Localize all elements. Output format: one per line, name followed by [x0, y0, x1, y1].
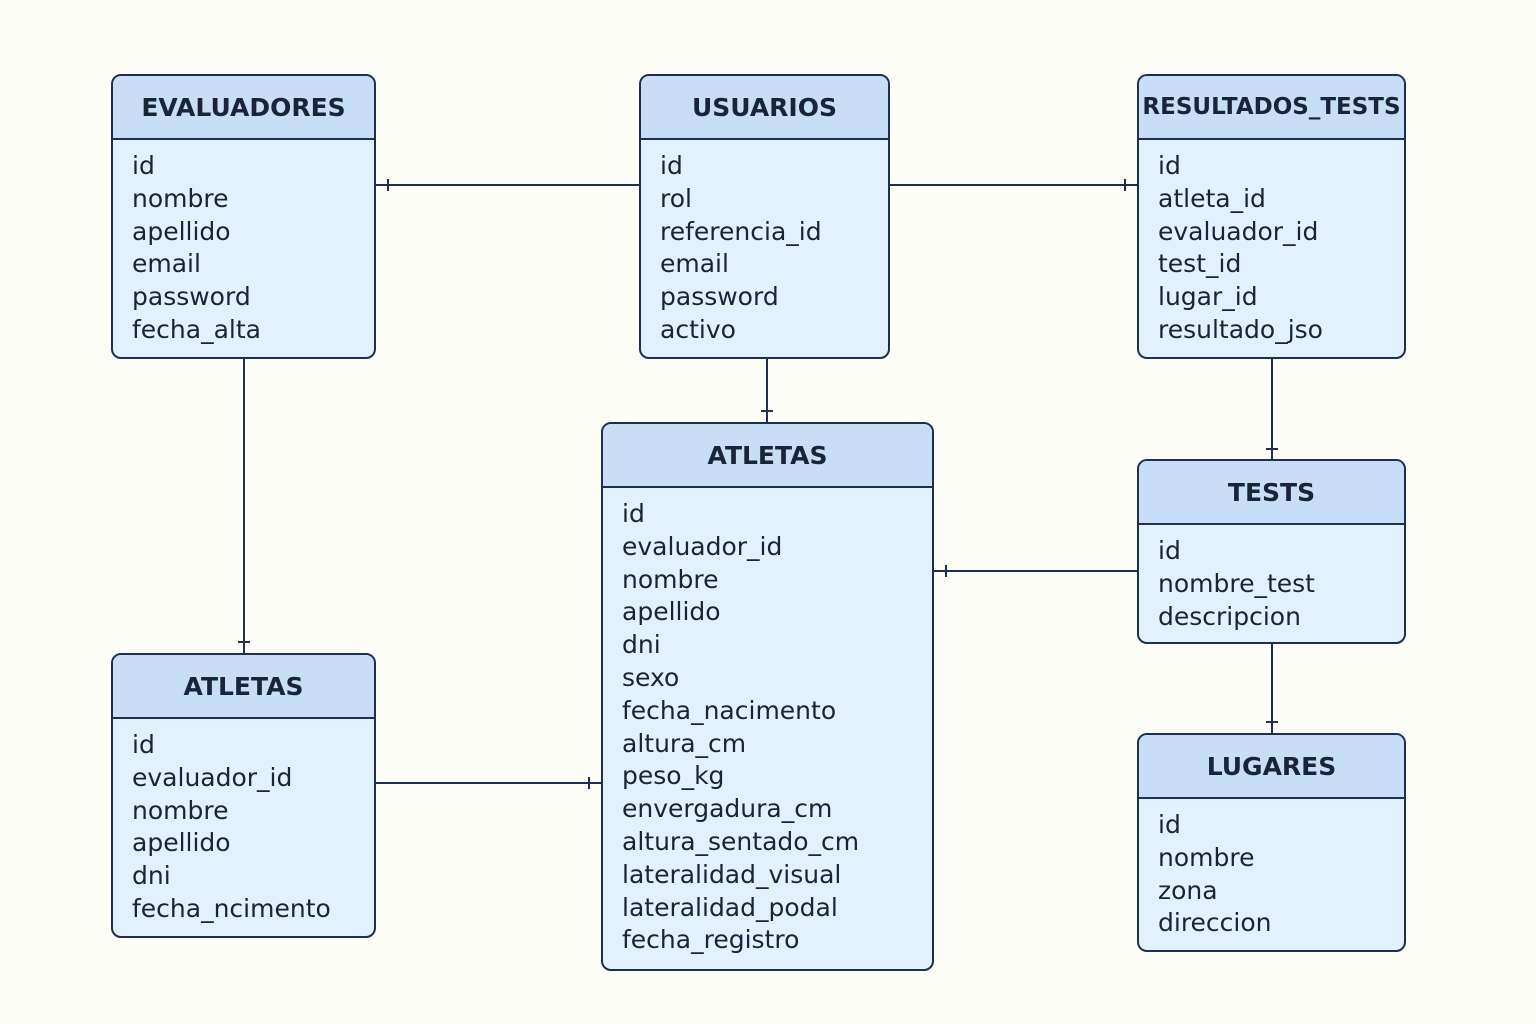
entity-field: id	[132, 730, 155, 759]
entity-field: fecha_ncimento	[132, 893, 331, 923]
entity-field: lugar_id	[1158, 282, 1258, 312]
entity-title: ATLETAS	[113, 655, 374, 719]
entity-field: password	[132, 282, 251, 312]
entity-field: nombre	[1158, 842, 1255, 872]
entity-field: dni	[132, 861, 171, 891]
entity-field: id	[132, 151, 155, 180]
entity-field: descripcion	[1158, 601, 1301, 631]
entity-field: nombre_test	[1158, 568, 1315, 598]
entity-field: id	[1158, 151, 1181, 180]
entity-field: id	[660, 151, 683, 180]
relationship-evaluadores-atletas	[238, 359, 250, 653]
entity-field: fecha_alta	[132, 314, 261, 344]
entity-field: dni	[622, 630, 661, 660]
entity-title: RESULTADOS_TESTS	[1139, 76, 1404, 140]
entity-field: fecha_nacimento	[622, 695, 837, 725]
entity-field: referencia_id	[660, 216, 822, 246]
entity-field: evaluador_id	[622, 531, 783, 561]
entity-field: email	[660, 249, 729, 279]
entity-field: zona	[1158, 875, 1218, 905]
entity-field: envergadura_cm	[622, 794, 833, 824]
entity-field: id	[1158, 810, 1181, 839]
relationship-usuarios-resultados	[890, 179, 1137, 191]
entity-field: evaluador_id	[132, 762, 293, 792]
entity-field: id	[622, 499, 645, 528]
entity-title: USUARIOS	[641, 76, 888, 140]
entity-field: altura_cm	[622, 728, 747, 758]
entity-field: altura_sentado_cm	[622, 826, 860, 856]
entity-field: atleta_id	[1158, 183, 1266, 213]
relationship-usuarios-atletas	[761, 359, 773, 422]
entity-field: direccion	[1158, 908, 1272, 938]
entity-field: lateralidad_podal	[622, 892, 838, 922]
entity-field: nombre	[132, 795, 229, 825]
relationship-usuarios-evaluadores	[376, 179, 639, 191]
entity-field: sexo	[622, 662, 680, 692]
entity-field: id	[1158, 536, 1181, 565]
entity-field: password	[660, 282, 779, 312]
entity-title: ATLETAS	[603, 424, 932, 488]
entity-field: resultado_jso	[1158, 314, 1323, 344]
entity-field: nombre	[132, 183, 229, 213]
entity-field: email	[132, 249, 201, 279]
entity-field: test_id	[1158, 249, 1242, 279]
entity-field: apellido	[132, 216, 231, 246]
relationship-atletas-atletas	[376, 777, 601, 789]
entity-title: EVALUADORES	[113, 76, 374, 140]
entity-field: apellido	[622, 597, 721, 627]
entity-title: LUGARES	[1139, 735, 1404, 799]
entity-field: rol	[660, 183, 692, 213]
entity-field: fecha_registro	[622, 925, 800, 955]
entity-title: TESTS	[1139, 461, 1404, 525]
entity-field: evaluador_id	[1158, 216, 1319, 246]
entity-field: apellido	[132, 828, 231, 858]
relationship-tests-lugares	[1266, 644, 1278, 733]
relationship-resultados-tests	[1266, 359, 1278, 459]
relationship-tests-atletas	[934, 565, 1137, 577]
entity-field: activo	[660, 314, 736, 344]
entity-field: lateralidad_visual	[622, 859, 842, 889]
entity-field: nombre	[622, 564, 719, 594]
entity-field: peso_kg	[622, 761, 725, 791]
